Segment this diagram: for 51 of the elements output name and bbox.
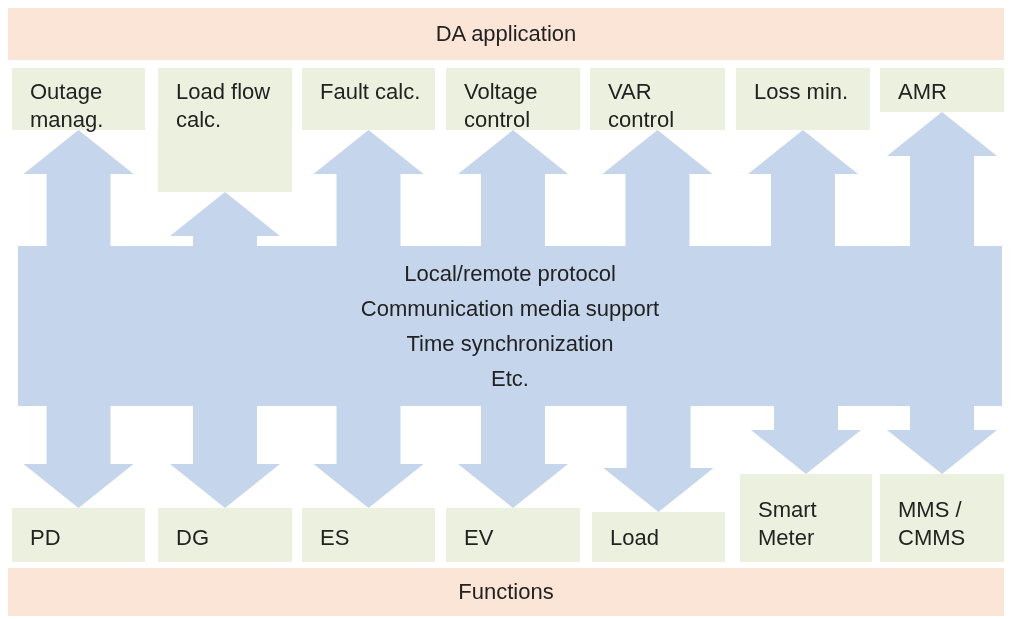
block-arrow (748, 130, 858, 247)
title-band (8, 568, 1004, 616)
box-label: Fault calc. (320, 78, 421, 106)
function-box (880, 474, 1004, 562)
box-label: Loss min. (754, 78, 849, 106)
box-label: Load flow calc. (176, 78, 272, 135)
block-arrow (313, 130, 424, 247)
box-label: Load (610, 523, 659, 552)
function-box (302, 508, 435, 562)
block-arrow (458, 405, 568, 508)
box-label: Etc. (491, 365, 529, 393)
box-label: VAR control (608, 78, 676, 135)
title-band (8, 8, 1004, 60)
function-box (12, 68, 145, 130)
box-label: AMR (898, 78, 947, 106)
box-label: Functions (458, 579, 554, 605)
block-arrow (603, 405, 714, 512)
block-arrow (313, 405, 424, 508)
block-arrow (751, 405, 861, 474)
block-arrow (887, 112, 997, 247)
function-box (446, 508, 580, 562)
box-label: EV (464, 523, 494, 552)
block-arrow (458, 130, 568, 247)
function-box (158, 508, 292, 562)
box-label: Local/remote protocol (404, 260, 616, 288)
block-arrow (23, 130, 134, 247)
function-box (446, 68, 580, 130)
box-label: PD (30, 523, 61, 552)
box-label: MMS / CMMS (898, 495, 967, 552)
communication-band (18, 246, 1002, 406)
box-label: Communication media support (360, 295, 660, 323)
function-box (880, 68, 1004, 112)
box-label: ES (320, 523, 350, 552)
box-label: DA application (435, 21, 577, 47)
box-label: Outage manag. (30, 78, 105, 135)
function-box (12, 508, 145, 562)
function-box (590, 68, 725, 130)
box-label: Voltage control (464, 78, 539, 135)
block-arrow (887, 405, 997, 474)
block-arrow (602, 130, 713, 247)
function-box (158, 68, 292, 192)
block-arrow (170, 405, 280, 508)
block-arrow (23, 405, 134, 508)
function-box (302, 68, 435, 130)
box-label: DG (176, 523, 209, 552)
box-label: Time synchronization (406, 330, 614, 358)
function-box (592, 512, 725, 562)
block-arrow (170, 192, 280, 247)
function-box (736, 68, 870, 130)
function-box (740, 474, 872, 562)
box-label: Smart Meter (758, 495, 818, 552)
